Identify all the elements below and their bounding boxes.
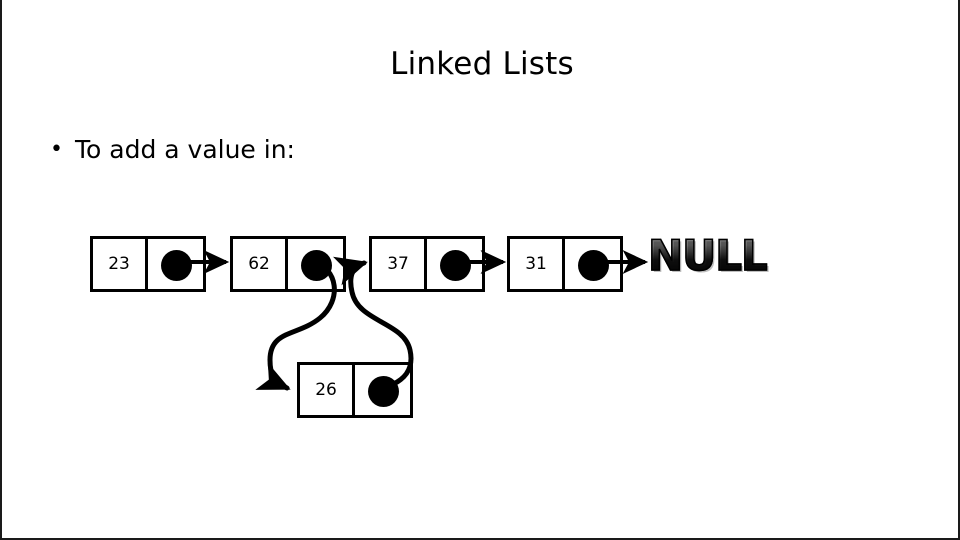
list-node-23: 23 bbox=[90, 236, 206, 292]
node-value: 23 bbox=[93, 239, 149, 289]
list-node-37: 37 bbox=[369, 236, 485, 292]
pointer-dot-icon bbox=[301, 250, 333, 281]
bullet-list-item: • To add a value in: bbox=[50, 131, 295, 169]
pointer-dot-icon bbox=[368, 376, 400, 407]
node-pointer-cell bbox=[355, 365, 410, 415]
bullet-marker-icon: • bbox=[50, 137, 63, 162]
pointer-dot-icon bbox=[161, 250, 193, 281]
list-node-31: 31 bbox=[507, 236, 623, 292]
list-node-26: 26 bbox=[297, 362, 413, 418]
node-pointer-cell bbox=[148, 239, 203, 289]
node-value: 26 bbox=[300, 365, 356, 415]
list-node-62: 62 bbox=[230, 236, 346, 292]
pointer-dot-icon bbox=[440, 250, 472, 281]
null-terminator-label: NULL bbox=[647, 231, 768, 281]
bullet-item-label: To add a value in: bbox=[74, 135, 295, 164]
node-value: 62 bbox=[233, 239, 289, 289]
node-value: 31 bbox=[510, 239, 566, 289]
node-value: 37 bbox=[372, 239, 428, 289]
pointer-dot-icon bbox=[578, 250, 610, 281]
page-title: Linked Lists bbox=[390, 46, 574, 82]
node-pointer-cell bbox=[565, 239, 620, 289]
node-pointer-cell bbox=[427, 239, 482, 289]
node-pointer-cell bbox=[288, 239, 343, 289]
